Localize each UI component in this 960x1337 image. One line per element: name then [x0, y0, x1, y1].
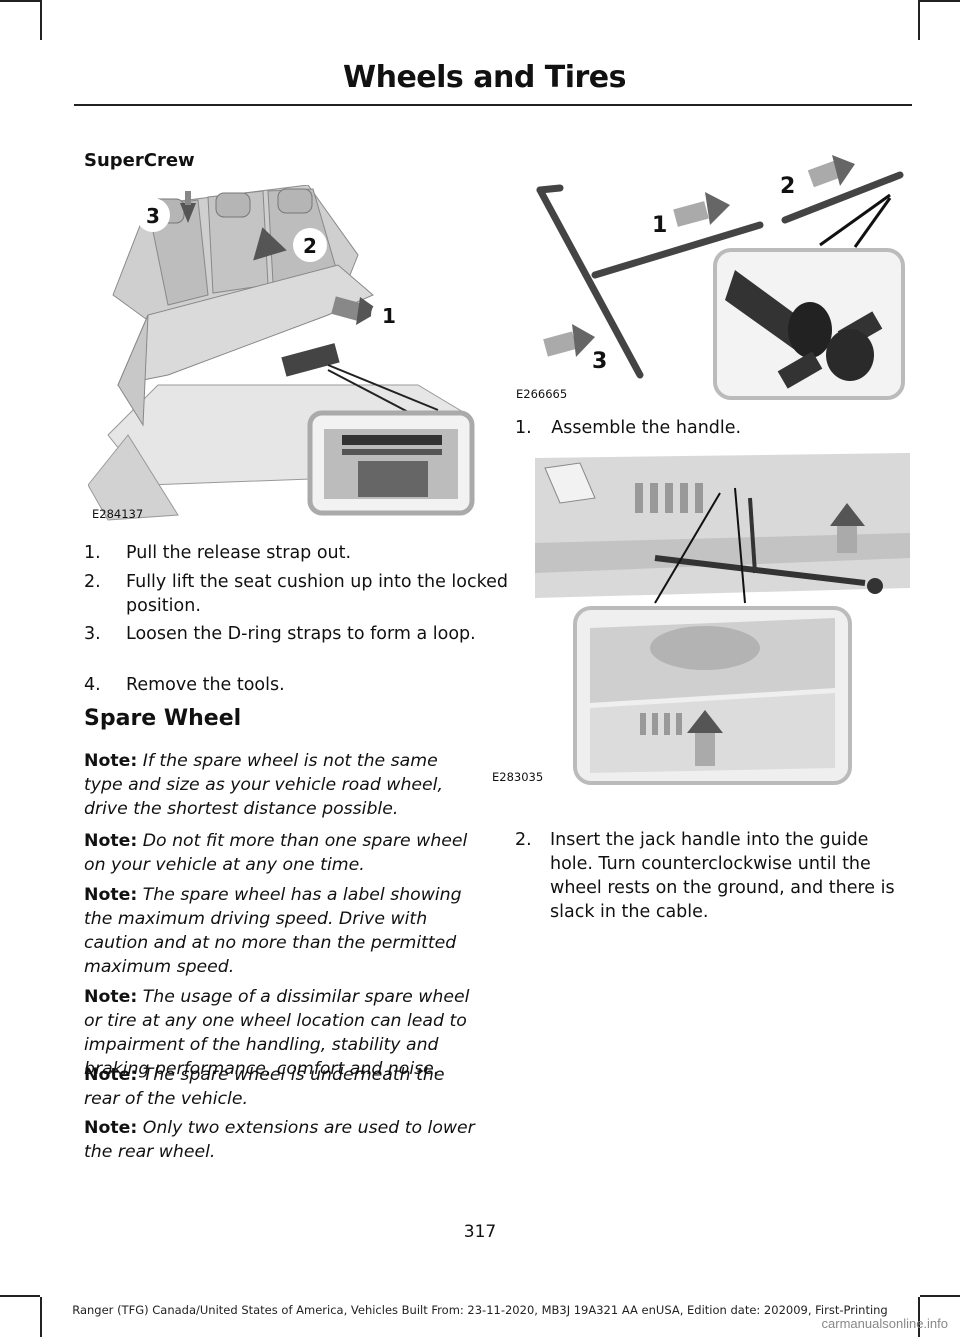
- watermark: carmanualsonline.info: [821, 1316, 948, 1331]
- list-item: 2. Fully lift the seat cushion up into t…: [84, 572, 509, 616]
- callout-3: 3: [592, 349, 607, 374]
- crop-mark: [0, 0, 40, 2]
- list-item: 4. Remove the tools.: [84, 675, 285, 695]
- note: Note: The usage of a dissimilar spare wh…: [84, 987, 470, 1079]
- step-insert-jack-handle: 2. Insert the jack handle into the guide…: [515, 830, 895, 922]
- crop-mark: [918, 1297, 920, 1337]
- note: Note: If the spare wheel is not the same…: [84, 751, 443, 819]
- figure-code: E283035: [492, 770, 544, 784]
- section-title: Spare Wheel: [84, 706, 242, 731]
- list-item: 1. Pull the release strap out.: [84, 543, 352, 563]
- crop-mark: [0, 1295, 40, 1297]
- note: Note: The spare wheel has a label showin…: [84, 885, 462, 977]
- rear-seat-illustration: 3 2 1: [87, 184, 475, 521]
- callout-3: 3: [146, 204, 160, 228]
- note: Note: The spare wheel is underneath the …: [84, 1065, 445, 1109]
- header-rule: [74, 104, 912, 106]
- page-number: 317: [463, 1222, 497, 1242]
- handle-assembly-illustration: 2 1 3: [536, 155, 905, 400]
- callout-2: 2: [303, 234, 317, 258]
- figure-code: E284137: [92, 507, 144, 521]
- callout-2: 2: [780, 174, 795, 199]
- figure-handle-assembly: 2 1 3: [510, 150, 910, 405]
- section-subheading: SuperCrew: [84, 150, 195, 171]
- callout-1: 1: [382, 304, 396, 328]
- figure-rear-seat: 3 2 1: [87, 184, 480, 525]
- step-assemble-handle: 1. Assemble the handle.: [515, 418, 742, 438]
- note: Note: Only two extensions are used to lo…: [84, 1118, 475, 1162]
- crop-mark: [920, 0, 960, 2]
- crop-mark: [920, 1295, 960, 1297]
- figure-code: E266665: [516, 387, 568, 401]
- footer: Ranger (TFG) Canada/United States of Ame…: [72, 1303, 888, 1317]
- note: Note: Do not fit more than one spare whe…: [84, 831, 468, 875]
- crop-mark: [40, 0, 42, 40]
- guide-hole-illustration: [535, 453, 910, 785]
- crop-mark: [918, 0, 920, 40]
- figure-guide-hole: [535, 448, 910, 788]
- crop-mark: [40, 1297, 42, 1337]
- list-item: 3. Loosen the D-ring straps to form a lo…: [84, 624, 476, 644]
- page-title: Wheels and Tires: [343, 60, 627, 95]
- callout-1: 1: [652, 213, 667, 238]
